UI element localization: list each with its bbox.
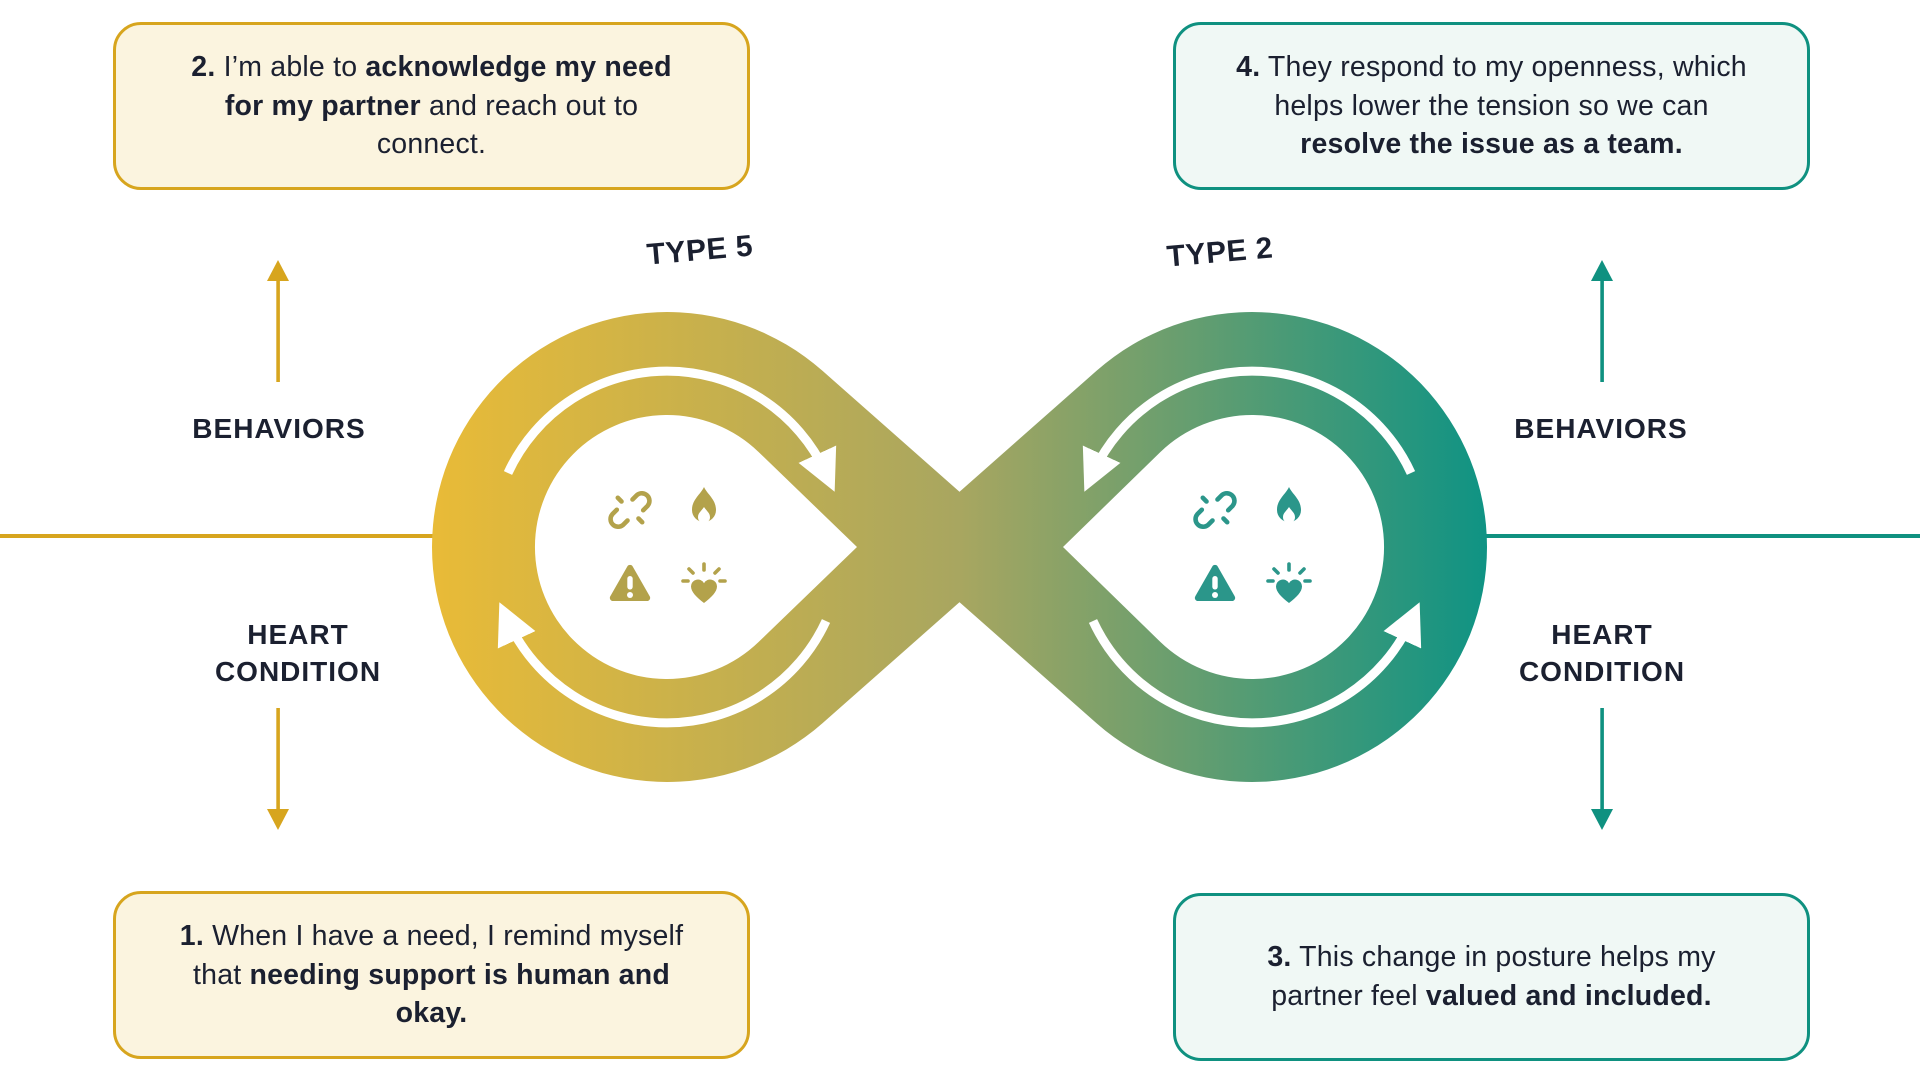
callout-step-1-text: 1. When I have a need, I remind myself t…	[171, 917, 692, 1033]
cycle-arrows	[497, 366, 1422, 728]
type-2-label: TYPE 2	[1165, 231, 1275, 274]
text-segment: needing support is human and okay.	[249, 958, 670, 1030]
text-segment: 3.	[1267, 941, 1292, 974]
text-segment: acknowledge my need for my partner	[224, 50, 672, 122]
right-loop-inner	[1063, 415, 1385, 679]
behaviors-label-right: BEHAVIORS	[1514, 413, 1688, 444]
connector-line-right	[1472, 534, 1920, 538]
text-segment: 1.	[179, 919, 204, 952]
left-loop-inner	[534, 415, 857, 679]
text-segment: They respond to my openness, which helps…	[1260, 50, 1747, 122]
heart-condition-line1: HEART	[247, 619, 349, 650]
text-segment: and reach out to connect.	[376, 89, 639, 161]
infinity-loop-diagram	[431, 312, 1488, 782]
cycle-arrow-right-bottom	[1088, 602, 1422, 728]
text-segment: 2.	[191, 50, 216, 83]
callout-step-2: 2. I’m able to acknowledge my need for m…	[113, 22, 750, 190]
heart-condition-down-arrow-right	[1591, 708, 1613, 830]
text-segment: This change in posture helps my partner …	[1271, 941, 1716, 1012]
callout-step-2-text: 2. I’m able to acknowledge my need for m…	[171, 48, 692, 164]
cycle-arrow-right-top	[1082, 366, 1416, 492]
behaviors-up-arrow-right	[1591, 260, 1613, 382]
heart-condition-label-right: HEART CONDITION	[1452, 616, 1752, 690]
callout-step-4-text: 4. They respond to my openness, which he…	[1231, 48, 1752, 164]
text-segment: I’m able to	[215, 50, 366, 83]
heart-condition-label-left: HEART CONDITION	[148, 616, 448, 690]
text-segment: 4.	[1236, 50, 1261, 83]
text-segment: valued and included.	[1425, 980, 1712, 1012]
text-segment: resolve the issue as a team.	[1300, 128, 1683, 161]
callout-step-3-text: 3. This change in posture helps my partn…	[1231, 938, 1752, 1016]
behaviors-up-arrow-left	[267, 260, 289, 382]
heart-condition-line1: HEART	[1551, 619, 1653, 650]
callout-step-4: 4. They respond to my openness, which he…	[1173, 22, 1810, 190]
type-5-label: TYPE 5	[645, 229, 755, 272]
connector-line-left	[0, 534, 448, 538]
text-segment: When I have a need, I remind myself that	[193, 919, 684, 991]
heart-condition-down-arrow-left	[267, 708, 289, 830]
callout-step-3: 3. This change in posture helps my partn…	[1173, 893, 1810, 1061]
behaviors-label-left: BEHAVIORS	[192, 413, 366, 444]
cycle-arrow-left-bottom	[497, 602, 831, 728]
callout-step-1: 1. When I have a need, I remind myself t…	[113, 891, 750, 1059]
heart-condition-line2: CONDITION	[1518, 656, 1686, 687]
heart-condition-line2: CONDITION	[214, 656, 382, 687]
cycle-arrow-left-top	[503, 366, 837, 492]
